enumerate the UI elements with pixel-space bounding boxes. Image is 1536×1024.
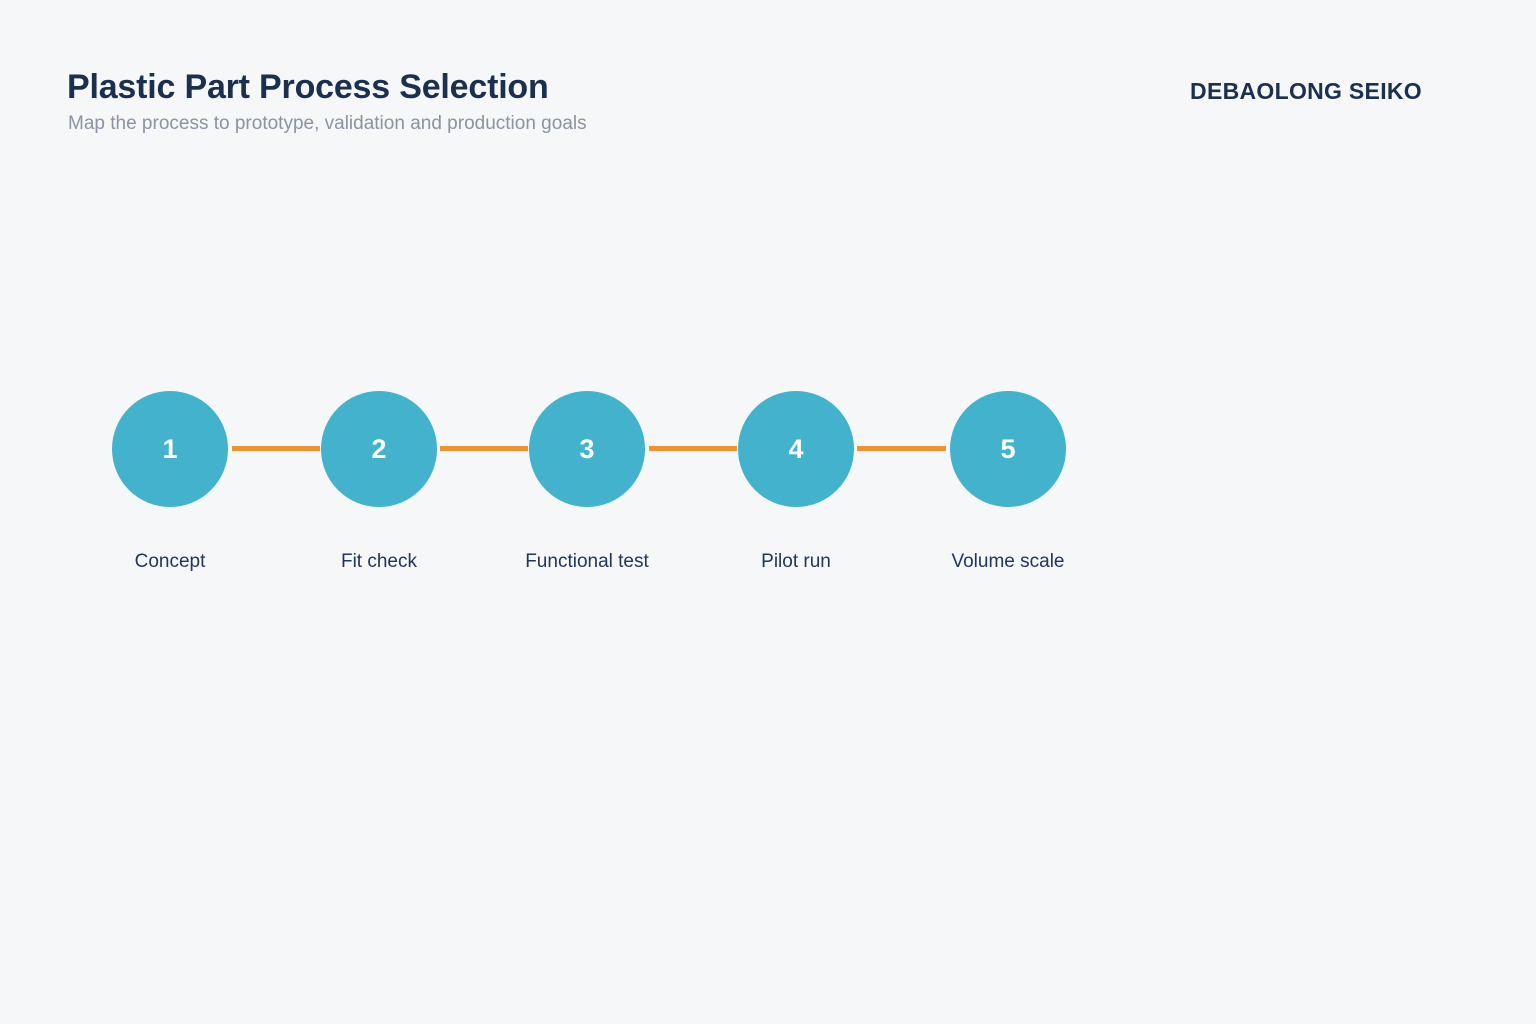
process-step-4[interactable]: 4 Pilot run [738,391,854,572]
connector-2-3 [440,446,528,451]
step-label: Concept [134,551,206,572]
step-circle[interactable]: 2 [321,391,437,507]
step-number: 4 [788,433,804,464]
step-circle[interactable]: 1 [112,391,228,507]
page-subtitle: Map the process to prototype, validation… [68,113,587,134]
step-circle[interactable]: 3 [529,391,645,507]
page-header: Plastic Part Process Selection Map the p… [0,0,1536,160]
connector-1-2 [232,446,320,451]
connector-3-4 [649,446,737,451]
step-number: 5 [1000,433,1016,464]
step-label: Fit check [340,551,418,572]
step-number: 2 [371,433,387,464]
step-circle[interactable]: 5 [950,391,1066,507]
process-step-1[interactable]: 1 Concept [112,391,228,572]
page-title: Plastic Part Process Selection [67,68,549,106]
step-label: Pilot run [761,551,831,572]
step-number: 1 [162,433,178,464]
brand-name: DEBAOLONG SEIKO [1190,78,1422,104]
step-number: 3 [579,433,595,464]
process-step-2[interactable]: 2 Fit check [321,391,437,572]
step-label: Functional test [525,551,649,572]
step-circle[interactable]: 4 [738,391,854,507]
process-flow-track: 1 Concept 2 Fit check 3 Functional test … [112,391,1072,572]
connector-4-5 [857,446,946,451]
process-flow-diagram: 1 Concept 2 Fit check 3 Functional test … [112,391,1072,591]
process-step-5[interactable]: 5 Volume scale [950,391,1066,572]
step-label: Volume scale [951,551,1065,572]
process-step-3[interactable]: 3 Functional test [525,391,649,572]
